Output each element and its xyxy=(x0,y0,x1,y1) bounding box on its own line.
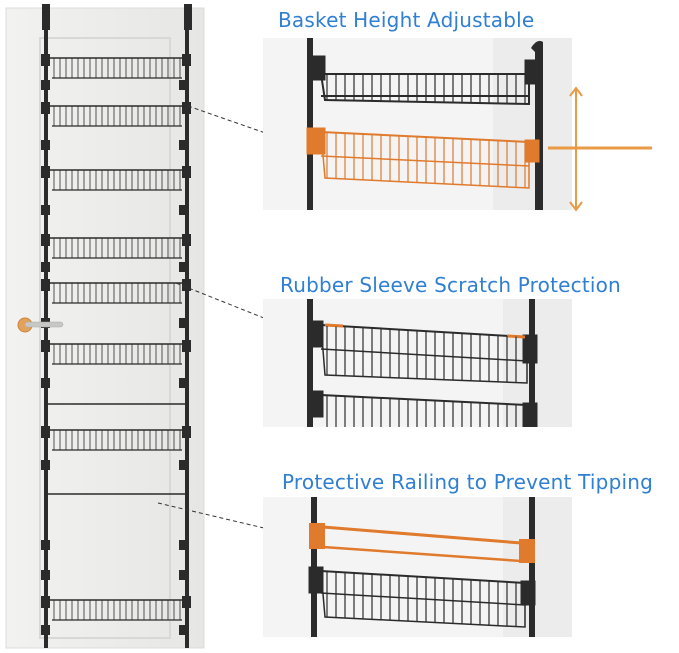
door-basket xyxy=(41,279,191,304)
basket-clamp xyxy=(182,596,191,608)
rubber-sleeve-photo xyxy=(263,299,572,427)
feature-panel-rubber-sleeve xyxy=(263,299,572,427)
door-basket xyxy=(41,426,191,451)
basket-below-railing xyxy=(308,566,536,628)
upright-clamp xyxy=(41,625,50,635)
upright-clamp xyxy=(41,460,50,470)
basket-clamp xyxy=(182,340,191,352)
basket-clamp xyxy=(41,102,50,114)
door-basket xyxy=(41,166,191,191)
basket-clamp xyxy=(182,234,191,246)
upright-right xyxy=(185,28,189,648)
upright-clamp xyxy=(179,80,188,90)
basket-clamp xyxy=(41,234,50,246)
door-basket xyxy=(41,596,191,621)
upright-clamp xyxy=(41,378,50,388)
basket-clamp xyxy=(182,102,191,114)
feature-heading-basket-height: Basket Height Adjustable xyxy=(278,8,535,32)
upright-clamp xyxy=(179,540,188,550)
upright-clamp xyxy=(179,460,188,470)
basket-clamp xyxy=(41,596,50,608)
door-inset-panel xyxy=(39,37,171,639)
basket-with-sleeve xyxy=(308,320,538,427)
door-illustration xyxy=(0,0,210,653)
feature-panel-basket-height xyxy=(263,38,572,210)
orange-railing xyxy=(309,523,535,563)
upright-clamp xyxy=(179,378,188,388)
upright-clamp xyxy=(179,262,188,272)
upright-clamp xyxy=(41,140,50,150)
upright-clamp xyxy=(41,205,50,215)
door-baskets xyxy=(41,54,191,635)
door-basket xyxy=(41,234,191,259)
door-basket xyxy=(41,340,191,365)
door-basket xyxy=(41,102,191,127)
door-basket xyxy=(41,54,191,79)
basket-clamp xyxy=(41,340,50,352)
leader-line-3 xyxy=(157,502,303,538)
basket-clamp xyxy=(182,426,191,438)
upright-clamp xyxy=(41,570,50,580)
feature-heading-rubber-sleeve: Rubber Sleeve Scratch Protection xyxy=(280,273,621,297)
protective-railing-photo xyxy=(263,497,572,637)
basket-height-photo xyxy=(263,38,572,210)
feature-heading-protective-railing: Protective Railing to Prevent Tipping xyxy=(282,470,654,494)
top-hook-left xyxy=(42,4,50,30)
upright-clamp xyxy=(179,318,188,328)
feature-panel-protective-railing xyxy=(263,497,572,637)
upright-clamp xyxy=(179,140,188,150)
basket-clamp xyxy=(182,54,191,66)
height-adjust-arrows xyxy=(548,86,652,212)
upright-left xyxy=(44,28,48,648)
upright-clamp xyxy=(41,80,50,90)
upright-clamp xyxy=(179,625,188,635)
black-basket xyxy=(310,55,540,106)
upright-clamp xyxy=(179,205,188,215)
basket-clamp xyxy=(182,279,191,291)
basket-clamp xyxy=(41,426,50,438)
top-hook-right xyxy=(184,4,192,30)
door-handle-icon xyxy=(17,317,64,333)
basket-clamp xyxy=(41,166,50,178)
upright-clamp xyxy=(41,262,50,272)
upright-clamp xyxy=(179,570,188,580)
basket-clamp xyxy=(41,279,50,291)
basket-clamp xyxy=(41,54,50,66)
orange-basket xyxy=(306,127,540,189)
door-organizer-svg xyxy=(5,4,205,649)
basket-clamp xyxy=(182,166,191,178)
upright-clamp xyxy=(41,540,50,550)
